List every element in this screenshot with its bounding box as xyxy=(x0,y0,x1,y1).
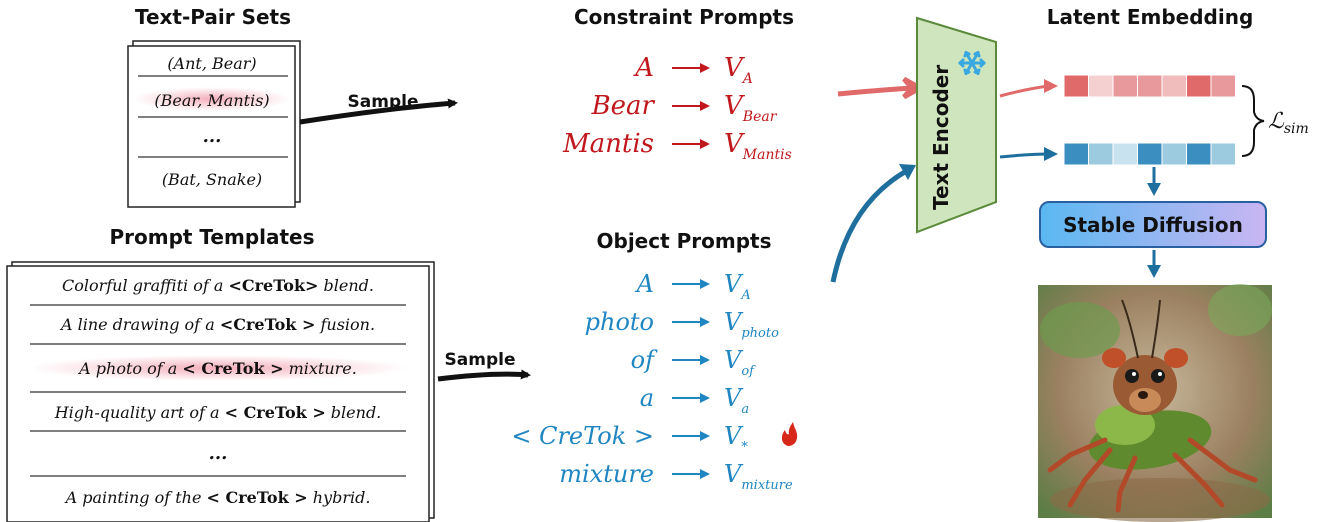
template-ellipsis: ... xyxy=(209,443,228,464)
text-pair-ellipsis: ... xyxy=(203,126,222,147)
token-vector: Vof xyxy=(724,346,756,379)
embedding-cell xyxy=(1137,74,1163,98)
constraint-title: Constraint Prompts xyxy=(574,5,794,29)
arrow-head xyxy=(700,469,710,479)
embedding-cell xyxy=(1161,74,1187,98)
arrow-head xyxy=(700,431,710,441)
text-pair-item: (Ant, Bear) xyxy=(167,54,256,73)
prompt-row: A VA xyxy=(633,53,753,87)
token-vector: V* xyxy=(724,422,748,455)
templates-box: Colorful graffiti of a <CreTok> blend. A… xyxy=(6,261,435,522)
embedding-cell xyxy=(1186,74,1212,98)
sample-arrow-bottom xyxy=(437,369,531,382)
embedding-cell xyxy=(1186,142,1212,166)
template-line: A painting of the < CreTok > hybrid. xyxy=(64,488,371,507)
templates-title: Prompt Templates xyxy=(109,225,314,249)
embedding-cell xyxy=(1112,142,1138,166)
latent-title: Latent Embedding xyxy=(1047,5,1254,29)
token-vector: Va xyxy=(724,384,749,417)
embedding-cell xyxy=(1210,142,1236,166)
embedding-cell xyxy=(1088,74,1114,98)
prompt-row: of Vof xyxy=(631,346,757,379)
embedding-cell xyxy=(1063,142,1089,166)
arrow-head xyxy=(700,279,710,289)
highlight-mark xyxy=(134,87,290,111)
token-vector: VBear xyxy=(724,91,778,125)
embedding-to-diffusion-arrow xyxy=(1147,167,1161,196)
prompt-token: a xyxy=(640,384,654,412)
prompt-row: Mantis VMantis xyxy=(562,129,792,163)
embedding-cell xyxy=(1112,74,1138,98)
mantis-bear-hybrid-image xyxy=(1038,284,1272,522)
prompt-row: A VA xyxy=(635,270,751,303)
loss-symbol: ℒsim xyxy=(1268,109,1309,137)
loss-brace xyxy=(1241,85,1265,157)
prompt-token: mixture xyxy=(559,460,654,488)
text-encoder: Text Encoder xyxy=(916,16,997,234)
text-pairs-box: (Ant, Bear) (Bear, Mantis) ... (Bat, Sna… xyxy=(127,40,301,208)
prompt-token: Mantis xyxy=(562,129,654,159)
arrow-head xyxy=(700,139,710,149)
prompt-token: A xyxy=(635,270,654,298)
fire-icon xyxy=(781,422,798,446)
embedding-cell xyxy=(1210,74,1236,98)
arrow-head xyxy=(899,164,916,180)
prompt-row: < CreTok > V* xyxy=(511,422,798,455)
prompt-token: < CreTok > xyxy=(511,422,654,450)
token-vector: VA xyxy=(724,53,753,87)
embedding-cell xyxy=(1063,74,1089,98)
token-vector: Vphoto xyxy=(724,308,779,341)
embedding-cell xyxy=(1161,142,1187,166)
arrow-head xyxy=(700,355,710,365)
text-pair-item: (Bat, Snake) xyxy=(162,170,262,189)
template-line: A line drawing of a <CreTok > fusion. xyxy=(59,315,375,334)
blue-embedding-vector xyxy=(1063,142,1236,166)
encoder-to-red-embedding-arrow xyxy=(999,79,1058,98)
text-pair-item: (Bear, Mantis) xyxy=(154,91,269,110)
embedding-cell xyxy=(1088,142,1114,166)
diffusion-to-image-arrow xyxy=(1147,250,1161,278)
prompt-token: photo xyxy=(585,308,654,336)
highlight-mark xyxy=(28,355,408,381)
object-rows: A VA photo Vphoto of Vof a Va < CreTok > V* mixtur… xyxy=(511,270,798,493)
encoder-to-blue-embedding-arrow xyxy=(999,147,1058,161)
template-line: High-quality art of a < CreTok > blend. xyxy=(54,403,382,422)
text-pairs-title: Text-Pair Sets xyxy=(135,5,291,29)
snowflake-icon xyxy=(958,51,986,75)
arrow-head xyxy=(700,393,710,403)
stable-diffusion-label: Stable Diffusion xyxy=(1063,213,1243,237)
red-embedding-vector xyxy=(1063,74,1236,98)
prompt-row: photo Vphoto xyxy=(585,308,779,341)
text-encoder-label: Text Encoder xyxy=(929,65,953,210)
stable-diffusion-block: Stable Diffusion xyxy=(1039,201,1267,248)
constraint-to-encoder-arrow xyxy=(837,76,926,100)
token-vector: Vmixture xyxy=(724,460,793,493)
sample-arrow-top xyxy=(299,98,458,125)
sample-label-bottom: Sample xyxy=(445,350,516,370)
arrow-head xyxy=(700,317,710,327)
prompt-row: Bear VBear xyxy=(591,91,778,125)
embedding-cell xyxy=(1137,142,1163,166)
template-line: Colorful graffiti of a <CreTok> blend. xyxy=(62,276,374,295)
prompt-token: A xyxy=(633,53,654,83)
token-vector: VA xyxy=(724,270,751,303)
template-line: A photo of a < CreTok > mixture. xyxy=(77,359,357,378)
arrow-head xyxy=(700,63,710,73)
sample-label-top: Sample xyxy=(348,92,419,112)
prompt-token: Bear xyxy=(591,91,656,121)
prompt-row: a Va xyxy=(640,384,749,417)
object-to-encoder-arrow xyxy=(830,165,914,283)
object-title: Object Prompts xyxy=(597,229,772,253)
prompt-token: of xyxy=(631,346,658,374)
prompt-row: mixture Vmixture xyxy=(559,460,793,493)
arrow-head xyxy=(700,101,710,111)
token-vector: VMantis xyxy=(724,129,792,163)
